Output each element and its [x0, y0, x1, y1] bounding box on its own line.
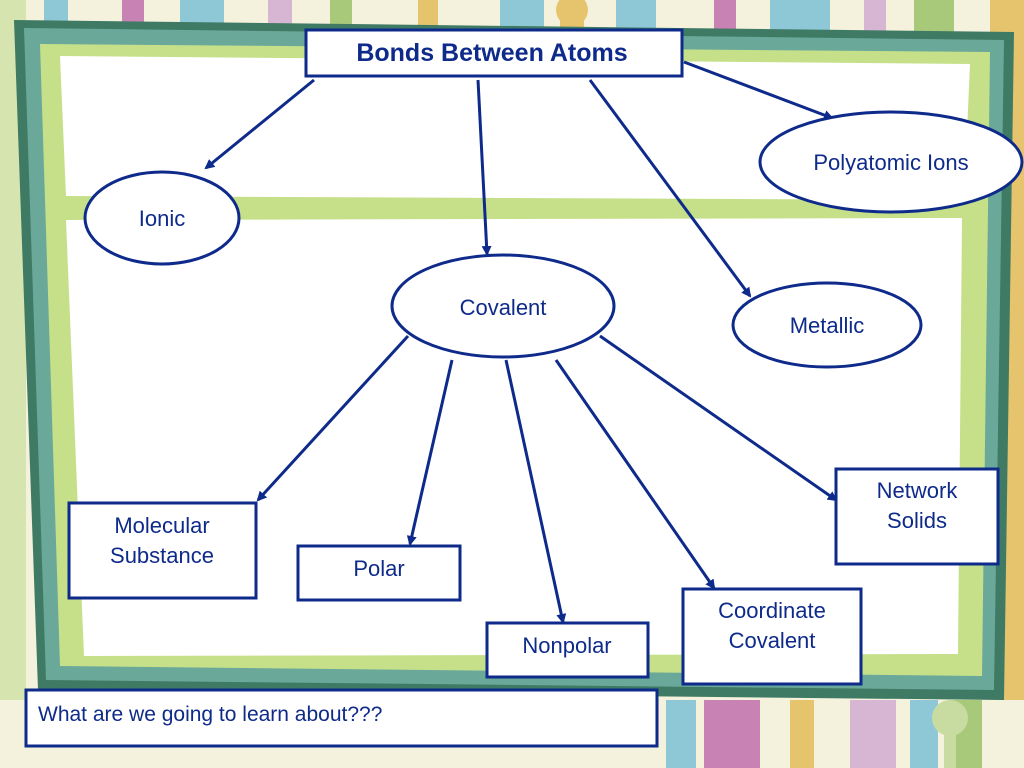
slide-frame: [14, 20, 1014, 700]
node-ionic: Ionic: [83, 170, 241, 266]
arrow-covalent-to-molecular: [256, 334, 410, 502]
node-nonpolar: Nonpolar: [485, 621, 650, 679]
arrow-covalent-to-nonpolar: [504, 359, 567, 624]
diagram-title-box: Bonds Between Atoms: [304, 28, 684, 78]
node-coordinate-covalent: Coordinate Covalent: [681, 587, 863, 686]
node-covalent: Covalent: [390, 253, 616, 359]
node-network-solids: Network Solids: [834, 467, 1000, 566]
node-network-line2: Solids: [887, 508, 947, 533]
arrow-covalent-to-network: [599, 334, 838, 502]
node-polyatomic-ions: Polyatomic Ions: [758, 110, 1024, 214]
node-covalent-label: Covalent: [460, 295, 547, 320]
node-molecular-line1: Molecular: [114, 513, 209, 538]
connector-lines: [204, 60, 838, 624]
node-metallic-label: Metallic: [790, 313, 865, 338]
node-coordinate-line2: Covalent: [729, 628, 816, 653]
node-metallic: Metallic: [731, 281, 923, 369]
arrow-covalent-to-polar: [406, 359, 454, 546]
node-polyatomic-label: Polyatomic Ions: [813, 150, 968, 175]
arrow-title-to-metallic: [588, 79, 752, 298]
arrow-title-to-ionic: [204, 78, 315, 170]
node-ionic-label: Ionic: [139, 206, 185, 231]
arrow-title-to-covalent: [476, 79, 492, 256]
arrow-title-to-polyatomic: [683, 60, 834, 120]
footer-question-text: What are we going to learn about???: [38, 703, 382, 726]
node-network-line1: Network: [877, 478, 959, 503]
node-polar: Polar: [296, 544, 462, 602]
node-nonpolar-label: Nonpolar: [522, 633, 611, 658]
arrow-covalent-to-coordinate: [554, 359, 716, 590]
diagram-title: Bonds Between Atoms: [356, 39, 627, 67]
node-coordinate-line1: Coordinate: [718, 598, 826, 623]
node-polar-label: Polar: [353, 556, 404, 581]
footer-question-box: What are we going to learn about???: [24, 688, 659, 748]
node-molecular-line2: Substance: [110, 543, 214, 568]
node-molecular-substance: Molecular Substance: [67, 501, 258, 600]
